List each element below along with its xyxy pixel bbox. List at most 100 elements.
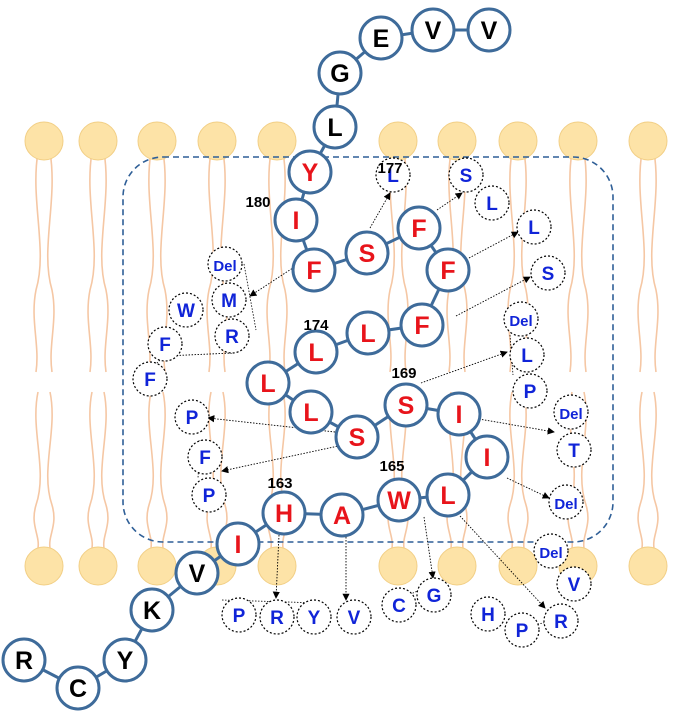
lipid-head — [628, 546, 668, 586]
lipid-head — [498, 121, 538, 161]
mutation-arrow — [455, 276, 531, 317]
mutation-label: M — [221, 291, 237, 312]
mutation-circle — [470, 596, 506, 632]
mutation-circle — [187, 439, 223, 475]
residue-circle — [1, 637, 47, 683]
lipid-head — [78, 546, 118, 586]
mutation-arrow — [478, 418, 555, 435]
residue-circle — [425, 247, 471, 293]
residue-l6: L — [312, 104, 358, 150]
lipid-tail — [507, 391, 516, 549]
lipid-tail — [46, 391, 55, 549]
residue-circle — [174, 550, 220, 596]
mutation-label: Del — [559, 406, 582, 423]
mutation-arrow — [164, 352, 233, 360]
mutation-circle — [221, 597, 257, 633]
mutation-f-2: F — [132, 361, 168, 397]
mutation-l-a: L — [375, 157, 411, 193]
mutation-arrow — [436, 192, 463, 211]
residue-circle — [102, 637, 148, 683]
mutation-label: T — [568, 441, 580, 462]
residue-label: Y — [117, 647, 134, 675]
mutation-circle — [296, 599, 332, 635]
lipid-head — [24, 121, 64, 161]
mutation-circle — [448, 157, 484, 193]
residue-label: R — [15, 647, 33, 675]
residue-f4: F — [291, 247, 337, 293]
mutation-del-5: Del — [533, 533, 569, 569]
transmembrane-region-box — [122, 156, 614, 543]
lipid-head — [257, 546, 297, 586]
residue-l3: L — [245, 360, 291, 406]
mutation-circle — [474, 185, 510, 221]
mutation-label: S — [460, 166, 473, 187]
mutation-y: Y — [296, 599, 332, 635]
residue-label: I — [456, 401, 463, 429]
lipid-head — [628, 121, 668, 161]
mutation-f-3: F — [187, 439, 223, 475]
mutation-circle — [147, 326, 183, 362]
residue-circle — [55, 665, 101, 711]
residue-k: K — [129, 587, 175, 633]
mutation-r-2: R — [259, 599, 295, 635]
lipid-head — [137, 546, 177, 586]
residue-circle — [273, 197, 319, 243]
position-label-174: 174 — [303, 317, 329, 334]
mutation-circle — [556, 566, 592, 602]
residue-circle — [436, 391, 482, 437]
lipid-head — [558, 121, 598, 161]
mutation-h: H — [470, 596, 506, 632]
mutation-label: C — [392, 596, 406, 617]
residue-circle — [334, 414, 380, 460]
mutation-circle — [509, 337, 545, 373]
mutation-circle — [375, 157, 411, 193]
residue-label: W — [387, 487, 411, 515]
lipid-tail — [637, 151, 646, 373]
lipid-tail — [266, 151, 275, 373]
mutation-label: L — [486, 194, 498, 215]
lipid-tail — [159, 391, 168, 549]
residue-circle — [425, 472, 471, 518]
residue-s1: S — [383, 382, 429, 428]
mutation-circle — [543, 603, 579, 639]
mutation-label: P — [203, 486, 216, 507]
mutation-arrow — [468, 231, 519, 259]
mutation-label: P — [516, 621, 529, 642]
lipid-tail — [206, 151, 215, 373]
residue-label: S — [349, 424, 366, 452]
residue-circle — [376, 477, 422, 523]
mutation-p-5: P — [504, 612, 540, 648]
mutation-circle — [214, 318, 250, 354]
residue-y1: Y — [102, 637, 148, 683]
residue-label: L — [260, 370, 275, 398]
residue-circle — [319, 492, 365, 538]
mutation-label: R — [225, 327, 239, 348]
residue-circle — [245, 360, 291, 406]
mutation-m: M — [211, 282, 247, 318]
mutation-label: Del — [213, 258, 236, 275]
position-label-163: 163 — [267, 475, 292, 492]
residue-circle — [287, 149, 333, 195]
mutation-v-2: V — [336, 599, 372, 635]
mutation-label: Del — [539, 545, 562, 562]
mutation-label: Del — [554, 496, 577, 513]
mutation-label: F — [199, 448, 211, 469]
mutation-p-1: P — [512, 373, 548, 409]
mutation-label: R — [270, 608, 284, 629]
residue-label: I — [235, 531, 242, 559]
mutation-circle — [191, 477, 227, 513]
mutation-label: V — [348, 608, 361, 629]
position-labels: 180 177 174 169 165 163 — [245, 160, 416, 492]
residue-label: Y — [302, 159, 319, 187]
mutation-circle — [503, 301, 539, 337]
residue-l4: L — [293, 329, 339, 375]
residue-f1: F — [399, 302, 445, 348]
mutation-label: Y — [308, 608, 321, 629]
residue-label: F — [440, 257, 455, 285]
residue-label: C — [69, 675, 87, 703]
lipid-tail — [567, 151, 576, 373]
mutation-del-3: Del — [553, 394, 589, 430]
mutation-r-3: R — [543, 603, 579, 639]
mutation-label: P — [186, 408, 199, 429]
mutation-circle — [132, 361, 168, 397]
